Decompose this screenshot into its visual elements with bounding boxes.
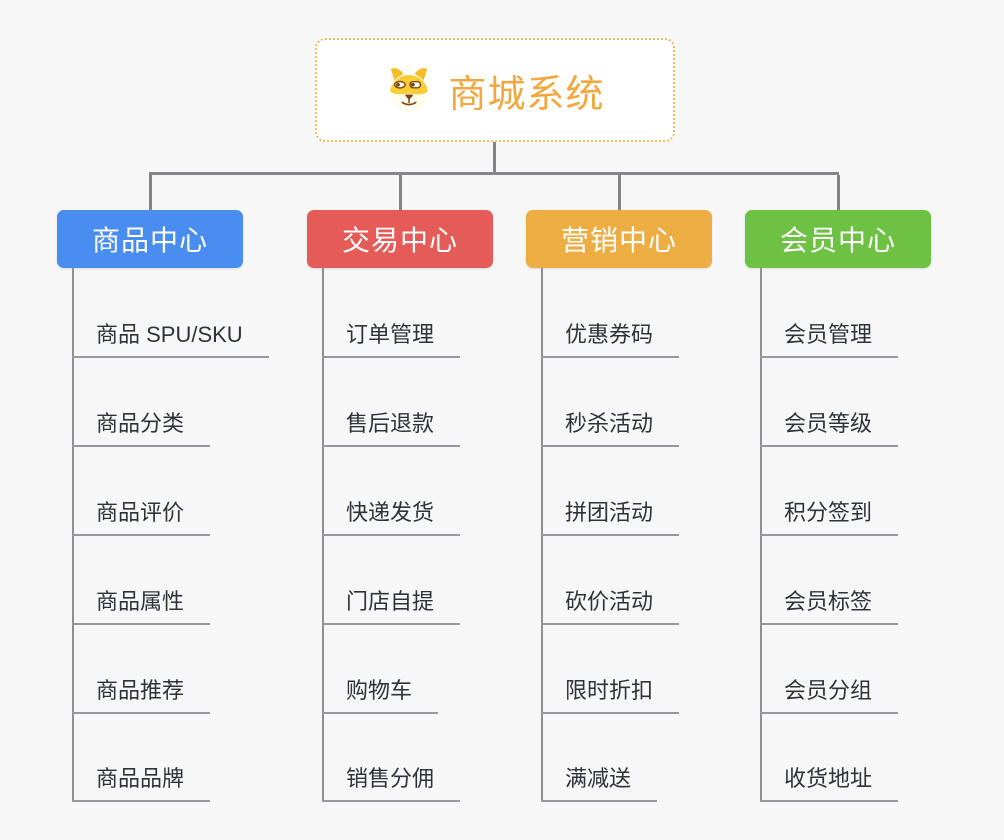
topic-item[interactable]: 商品品牌 [72,764,211,802]
topic-item[interactable]: 积分签到 [760,498,899,536]
topic-item[interactable]: 购物车 [322,676,439,714]
topic-item[interactable]: 商品属性 [72,587,211,625]
topic-item[interactable]: 商品 SPU/SKU [72,320,269,358]
connector-drop-2 [398,175,402,210]
topic-item[interactable]: 限时折扣 [541,676,680,714]
topic-item[interactable]: 门店自提 [322,587,461,625]
topic-item[interactable]: 商品评价 [72,498,211,536]
branch-marketing-center[interactable]: 营销中心 [526,210,712,268]
connector-drop-4 [836,175,840,210]
connector-bus [149,172,839,175]
connector-root-stub [493,142,496,172]
topic-item[interactable]: 收货地址 [760,764,899,802]
branch-member-center[interactable]: 会员中心 [745,210,931,268]
connector-drop-1 [148,175,152,210]
topic-item[interactable]: 砍价活动 [541,587,680,625]
topic-item[interactable]: 售后退款 [322,409,461,447]
topic-item[interactable]: 满减送 [541,764,658,802]
branch-product-center[interactable]: 商品中心 [57,210,243,268]
topic-item[interactable]: 销售分佣 [322,764,461,802]
topic-item[interactable]: 拼团活动 [541,498,680,536]
root-topic-label: 商城系统 [448,73,605,116]
dog-face-icon [390,68,429,113]
topic-item[interactable]: 商品分类 [72,409,211,447]
topic-item[interactable]: 商品推荐 [72,676,211,714]
topic-item[interactable]: 会员等级 [760,409,899,447]
topic-item[interactable]: 会员标签 [760,587,899,625]
connector-drop-3 [617,175,621,210]
root-topic[interactable]: 商城系统 [315,38,675,142]
topic-item[interactable]: 优惠券码 [541,320,680,358]
topic-item[interactable]: 订单管理 [322,320,461,358]
topic-item[interactable]: 秒杀活动 [541,409,680,447]
topic-item[interactable]: 会员分组 [760,676,899,714]
topic-item[interactable]: 快递发货 [322,498,461,536]
branch-trade-center[interactable]: 交易中心 [307,210,493,268]
topic-item[interactable]: 会员管理 [760,320,899,358]
